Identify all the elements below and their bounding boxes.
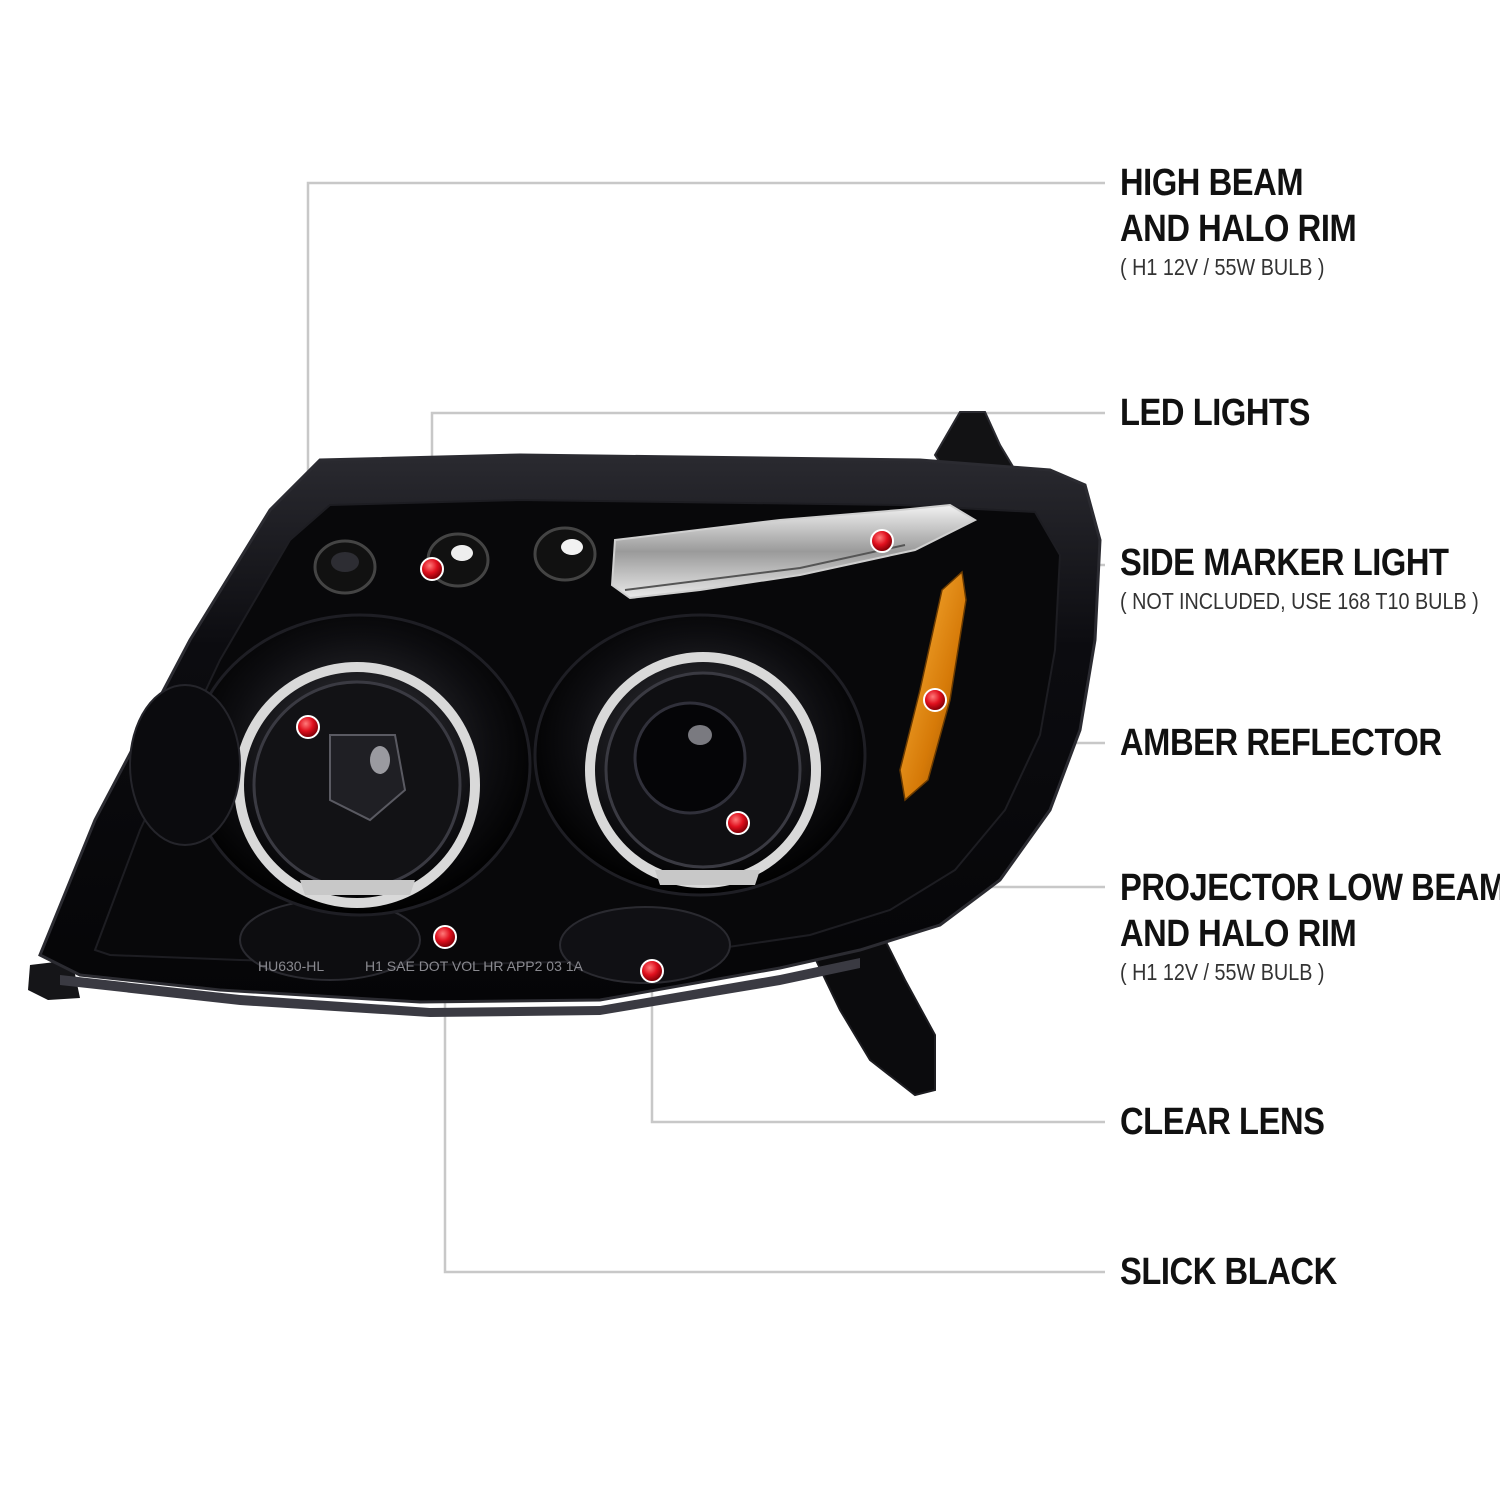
callout-side-marker-spec: ( NOT INCLUDED, USE 168 T10 BULB ) <box>1120 588 1479 614</box>
outer-bowl <box>129 684 241 846</box>
lower-bowl-right <box>559 906 731 984</box>
callout-high-beam-line2: AND HALO RIM <box>1120 208 1357 250</box>
callout-amber-reflector-line1: AMBER REFLECTOR <box>1120 722 1442 764</box>
callout-high-beam-line1: HIGH BEAM <box>1120 162 1304 204</box>
callout-clear-lens: CLEAR LENS <box>1120 1099 1358 1145</box>
callout-high-beam: HIGH BEAM AND HALO RIM ( H1 12V / 55W BU… <box>1120 160 1395 282</box>
amber-reflector-shape <box>899 570 967 802</box>
callout-side-marker: SIDE MARKER LIGHT ( NOT INCLUDED, USE 16… <box>1120 540 1500 616</box>
marker-dot-led-lights <box>420 557 444 581</box>
callout-high-beam-spec: ( H1 12V / 55W BULB ) <box>1120 254 1325 280</box>
callout-clear-lens-line1: CLEAR LENS <box>1120 1101 1325 1143</box>
lens-marking-right: H1 SAE DOT VOL HR APP2 03 1A <box>365 958 584 974</box>
callout-projector-line2: AND HALO RIM <box>1120 913 1357 955</box>
mount-bracket <box>813 928 936 1097</box>
callout-projector-line1: PROJECTOR LOW BEAM <box>1120 867 1500 909</box>
high-beam-assembly <box>188 613 532 917</box>
projector-assembly <box>533 613 867 897</box>
side-marker-strip <box>610 503 978 600</box>
callout-side-marker-line1: SIDE MARKER LIGHT <box>1120 542 1449 584</box>
marker-dot-projector <box>726 811 750 835</box>
marker-dot-high-beam <box>296 715 320 739</box>
callout-led-lights-line1: LED LIGHTS <box>1120 392 1310 434</box>
callout-slick-black: SLICK BLACK <box>1120 1249 1372 1295</box>
leader-line-clear-lens <box>650 971 1105 1124</box>
marker-dot-slick-black <box>433 925 457 949</box>
leader-line-slick-black <box>443 937 1105 1274</box>
callout-slick-black-line1: SLICK BLACK <box>1120 1251 1337 1293</box>
lens-marking-left: HU630-HL <box>258 958 324 974</box>
bottom-trim <box>60 958 860 1017</box>
marker-dot-clear-lens <box>640 959 664 983</box>
marker-dot-side-marker <box>870 529 894 553</box>
marker-dot-amber-reflector <box>923 688 947 712</box>
marker-dots <box>296 529 947 983</box>
callout-amber-reflector: AMBER REFLECTOR <box>1120 720 1494 766</box>
callout-led-lights: LED LIGHTS <box>1120 390 1341 436</box>
callout-projector-low-beam: PROJECTOR LOW BEAM AND HALO RIM ( H1 12V… <box>1120 865 1500 987</box>
callout-projector-spec: ( H1 12V / 55W BULB ) <box>1120 959 1325 985</box>
